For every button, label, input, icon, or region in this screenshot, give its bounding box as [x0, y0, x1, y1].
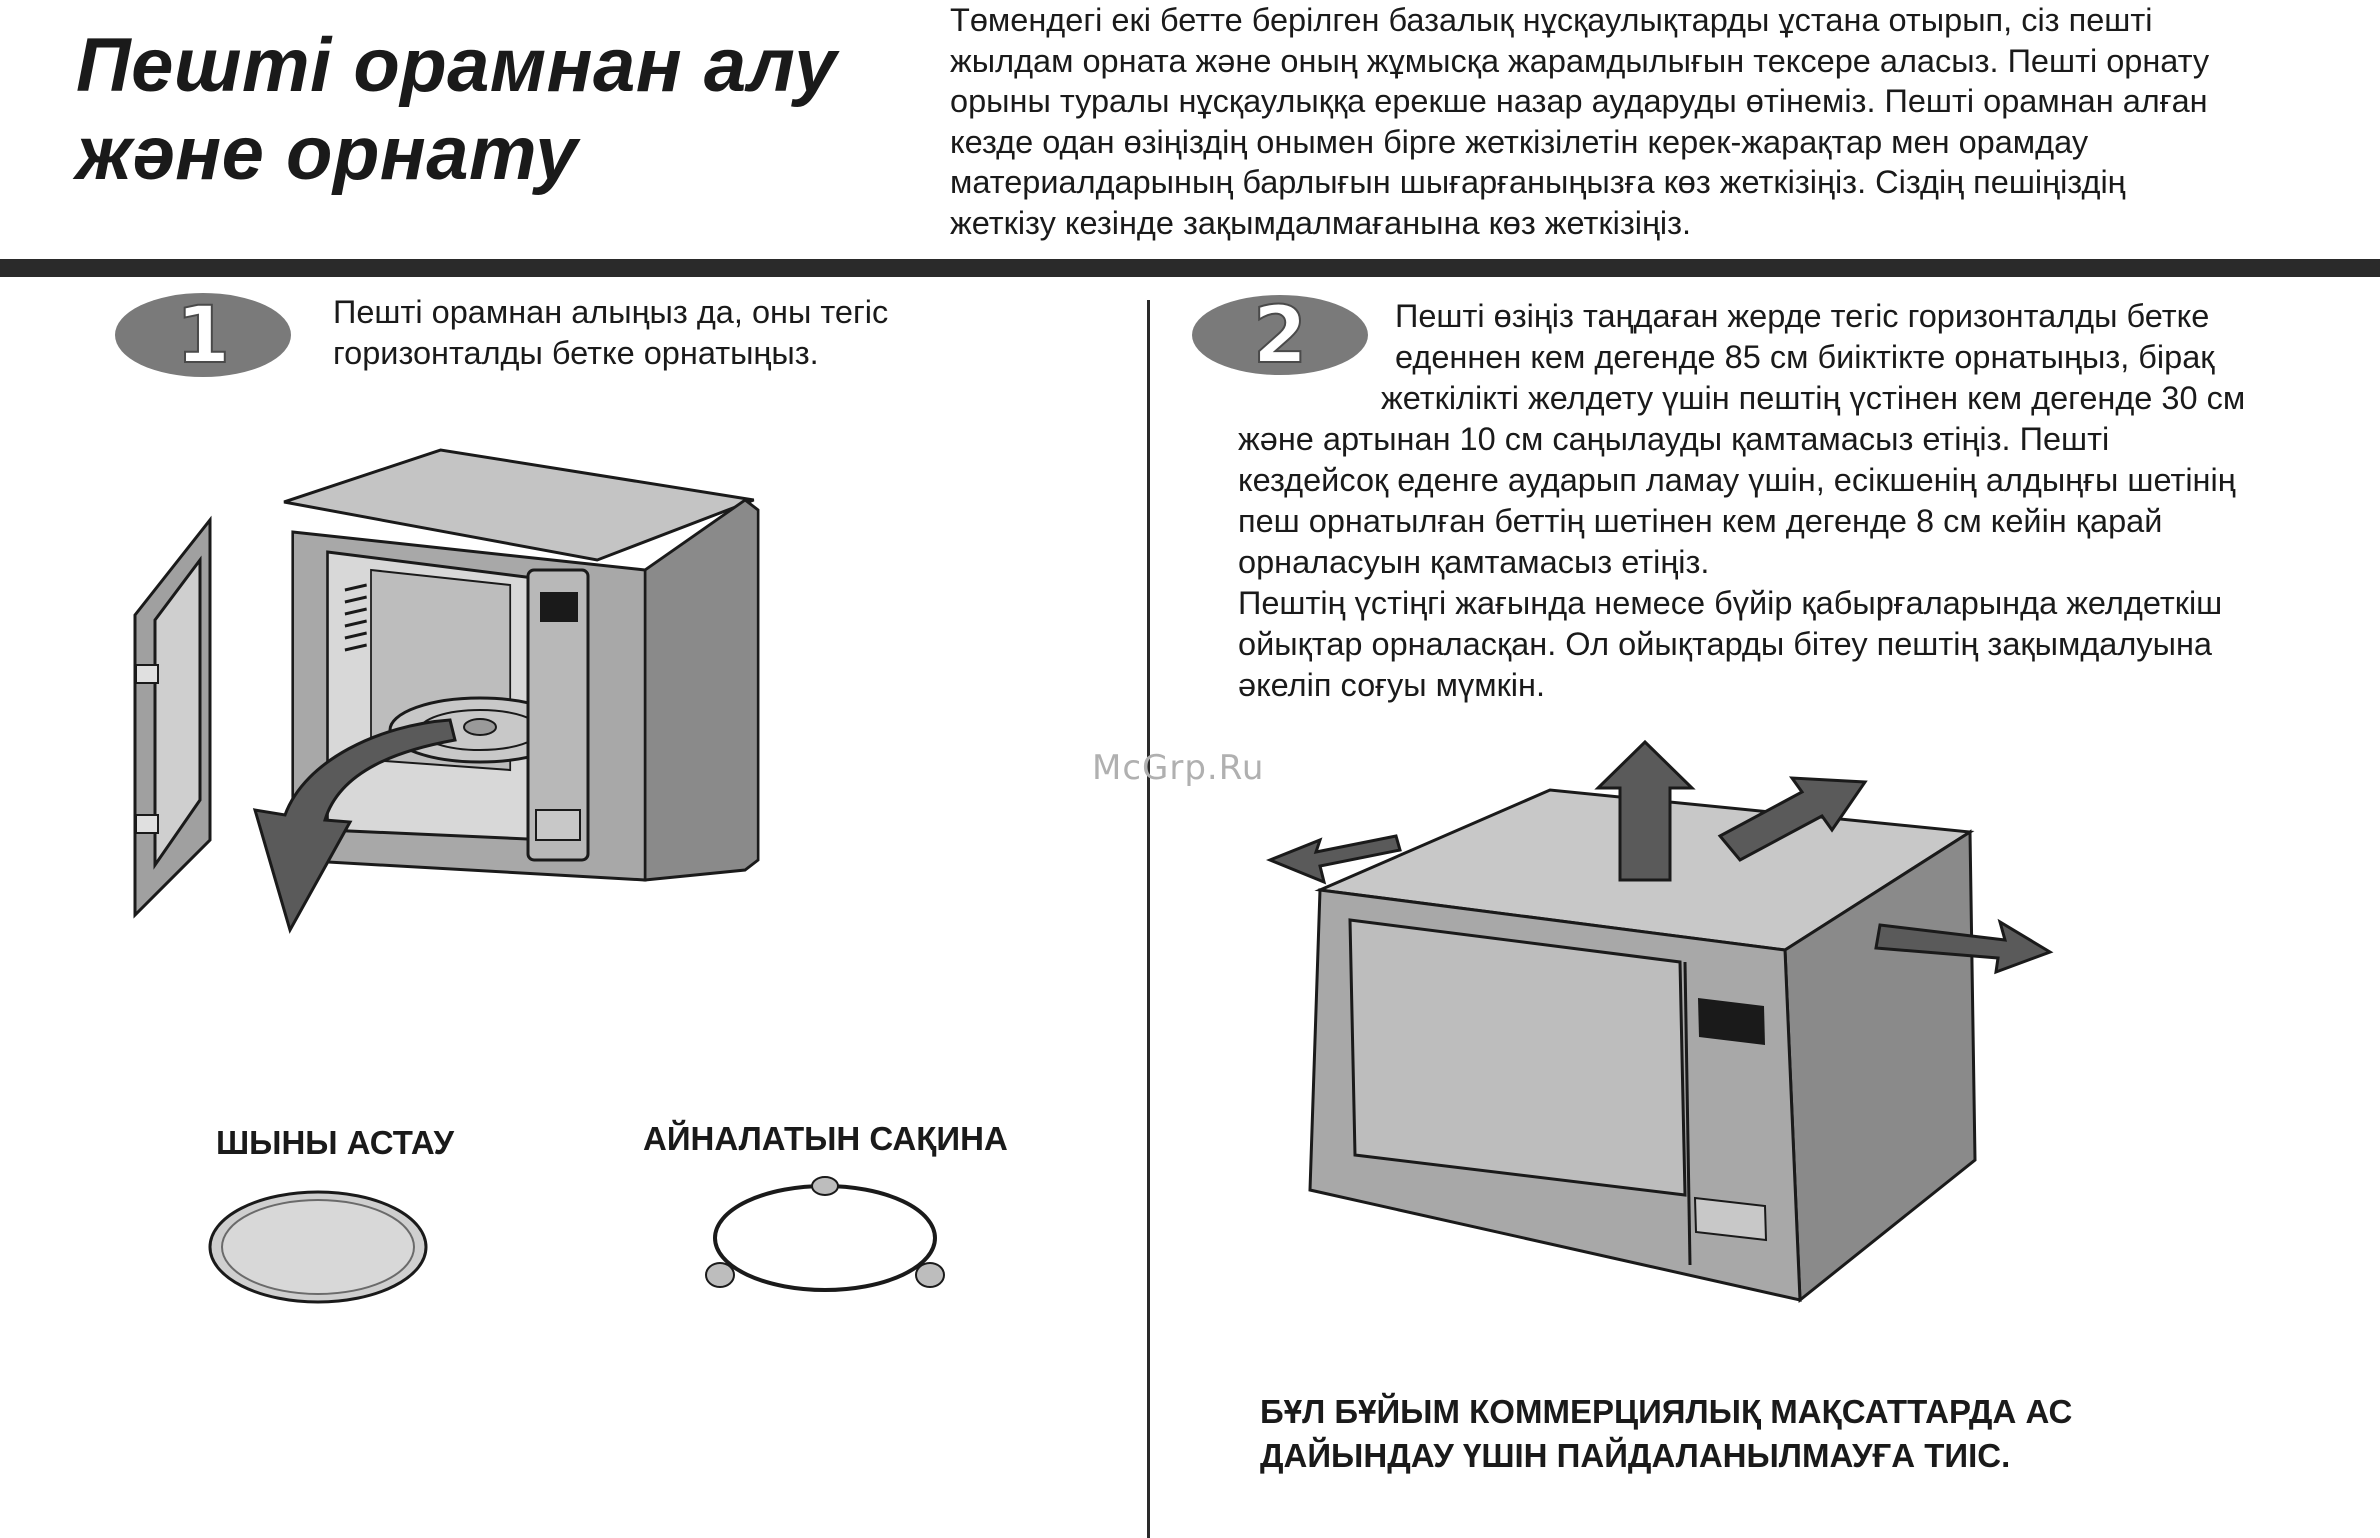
step-2-line: əкеліп соғуы мүмкін.	[1238, 667, 1546, 703]
oven-top	[283, 448, 755, 562]
badge-ellipse	[1192, 295, 1368, 375]
badge-ellipse	[115, 293, 291, 377]
door-release-button	[535, 809, 581, 841]
arrow-left	[1265, 834, 1402, 885]
column-divider	[1147, 300, 1150, 1538]
glass-tray-illustration	[208, 1190, 428, 1304]
door-release-button	[1693, 1196, 1768, 1242]
door-window	[153, 555, 202, 870]
ring-outline	[713, 1184, 937, 1292]
oven-side	[643, 498, 760, 882]
intro-line: материалдарының барлығын шығарғаныңызға …	[950, 164, 2126, 200]
door-hinge	[135, 814, 159, 834]
warning-line: БҰЛ БҰЙЫМ КОММЕРЦИЯЛЫҚ МАҚСАТТАРДА АС	[1260, 1393, 2073, 1430]
ring-roller	[811, 1176, 839, 1196]
warning-line: ДАЙЫНДАУ ҮШІН ПАЙДАЛАНЫЛМАУҒА ТИІС.	[1260, 1437, 2011, 1474]
intro-line: кезде одан өзіңіздің онымен бірге жеткіз…	[950, 123, 2089, 160]
control-panel	[526, 568, 590, 862]
commercial-use-warning: БҰЛ БҰЙЫМ КОММЕРЦИЯЛЫҚ МАҚСАТТАРДА АС ДА…	[1260, 1390, 2072, 1478]
step-1-line: горизонталды бетке орнатыңыз.	[333, 334, 819, 371]
step-1-text: Пешті орамнан алыңыз да, оны тегіс гориз…	[333, 292, 888, 373]
glass-tray-label: ШЫНЫ АСТАУ	[216, 1124, 454, 1161]
rotating-ring-illustration	[705, 1176, 945, 1292]
header-rule	[0, 259, 2380, 277]
page-title: Пешті орамнан алу жəне орнату	[76, 22, 837, 198]
cavity-vents	[344, 583, 367, 652]
step-2-text: Пешті өзіңіз таңдаған жерде тегіс горизо…	[1238, 296, 2245, 706]
arrow-right	[1874, 918, 2054, 975]
door-hinge	[135, 664, 159, 684]
title-line-2: жəне орнату	[76, 111, 578, 196]
arrow-back	[1717, 776, 1868, 862]
step-2-line: пеш орнатылған беттің шетінен кем дегенд…	[1238, 503, 2163, 539]
step-2-number: 2	[1253, 291, 1307, 381]
closed-oven-illustration	[1265, 739, 2054, 1304]
remove-arrow	[252, 718, 457, 934]
step-1-number: 1	[176, 291, 230, 381]
open-oven-illustration	[133, 448, 760, 934]
intro-line: Төмендегі екі бетте берілген базалық нұс…	[950, 2, 2153, 38]
step-2-line: жəне артынан 10 см саңылауды қамтамасыз …	[1238, 421, 2110, 457]
intro-paragraph: Төмендегі екі бетте берілген базалық нұс…	[950, 0, 2360, 243]
display-window	[540, 592, 578, 622]
intro-line: орыны туралы нұсқаулыққа ерекше назар ау…	[950, 83, 2208, 119]
step-1-line: Пешті орамнан алыңыз да, оны тегіс	[333, 294, 889, 330]
intro-line: жеткізу кезінде зақымдалмағанына көз жет…	[950, 204, 1692, 241]
ring-roller	[705, 1262, 735, 1288]
ring-label: АЙНАЛАТЫН САҚИНА	[643, 1120, 1008, 1157]
display-window	[1698, 998, 1765, 1045]
step-2-line: кездейсоқ еденге аударып ламау үшін, есі…	[1238, 462, 2236, 498]
watermark: McGrp.Ru	[1092, 748, 1265, 788]
step-2-badge: 2	[1192, 290, 1368, 382]
step-2-line: Пешті өзіңіз таңдаған жерде тегіс горизо…	[1395, 298, 2210, 334]
step-1-badge: 1	[115, 290, 291, 382]
door-window	[1348, 918, 1687, 1197]
ring-roller	[915, 1262, 945, 1288]
step-2-line: орналасуын қамтамасыз етіңіз.	[1238, 544, 1710, 580]
intro-line: жылдам орната жəне оның жұмысқа жарамдыл…	[950, 42, 2210, 79]
glass-tray-inner	[221, 1199, 415, 1295]
step-2-line: Пештің үстіңгі жағында немесе бүйір қабы…	[1238, 585, 2223, 621]
turntable-hub	[463, 718, 497, 736]
step-2-line: ойықтар орналасқан. Ол ойықтарды бітеу п…	[1238, 626, 2212, 662]
door-seam	[1683, 961, 1692, 1266]
step-2-line: жеткілікті желдету үшін пештің үстінен к…	[1381, 380, 2246, 416]
arrow-up	[1594, 739, 1696, 882]
step-2-line: еденнен кем дегенде 85 см биіктікте орна…	[1395, 339, 2215, 375]
title-line-1: Пешті орамнан алу	[76, 23, 838, 108]
